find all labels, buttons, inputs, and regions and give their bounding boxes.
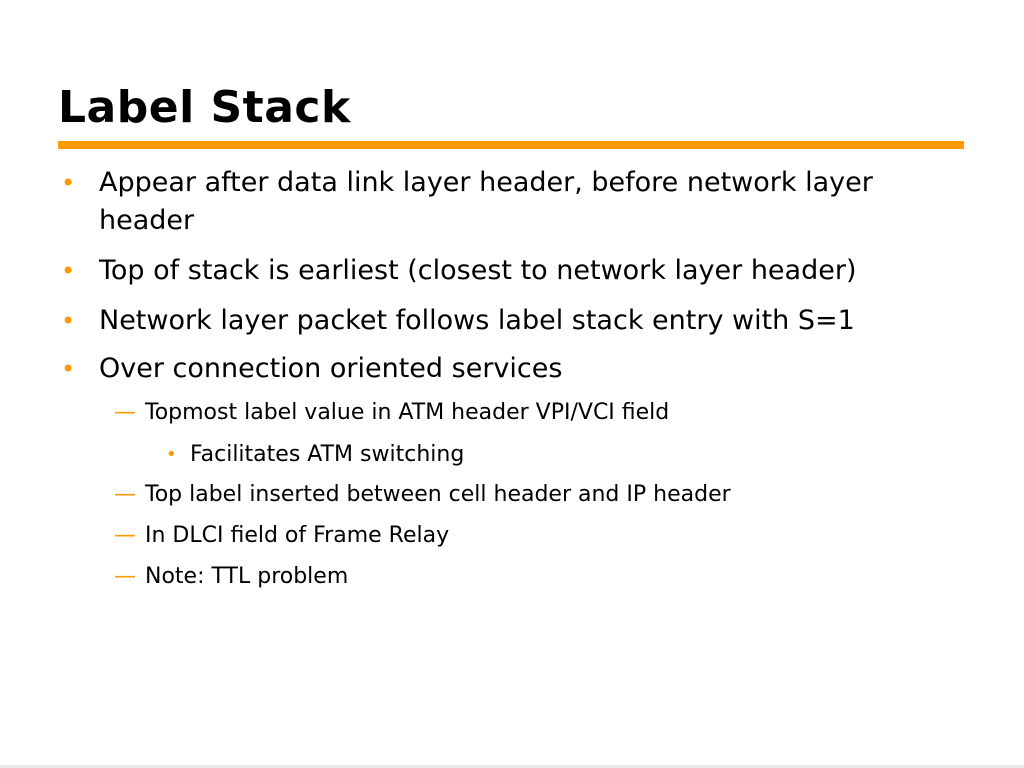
bullet-text: Network layer packet follows label stack… <box>99 305 855 336</box>
sub-sub-bullet-text: Facilitates ATM switching <box>190 442 465 467</box>
sub-bullet-text: Topmost label value in ATM header VPI/VC… <box>145 400 670 425</box>
bullet-text: Over connection oriented services <box>99 353 563 384</box>
sub-bullet-text: In DLCI field of Frame Relay <box>145 523 450 548</box>
bullet-marker: • <box>166 444 177 465</box>
title-underline <box>58 141 964 149</box>
slide-title: Label Stack <box>58 82 351 133</box>
sub-bullet-text: Top label inserted between cell header a… <box>145 482 731 507</box>
bullet-text-line: header <box>99 205 195 236</box>
bottom-divider <box>0 765 1024 768</box>
dash-marker: — <box>114 400 136 425</box>
bullet-text: Appear after data link layer header, bef… <box>99 164 961 240</box>
dash-marker: — <box>114 523 136 548</box>
sub-bullet-text: Note: TTL problem <box>145 564 349 589</box>
dash-marker: — <box>114 564 136 589</box>
dash-marker: — <box>114 482 136 507</box>
bullet-text-line: Appear after data link layer header, bef… <box>99 167 873 198</box>
bullet-marker: • <box>61 355 76 383</box>
bullet-marker: • <box>61 169 76 197</box>
bullet-marker: • <box>61 307 76 335</box>
bullet-marker: • <box>61 257 76 285</box>
bullet-text: Top of stack is earliest (closest to net… <box>99 255 857 286</box>
